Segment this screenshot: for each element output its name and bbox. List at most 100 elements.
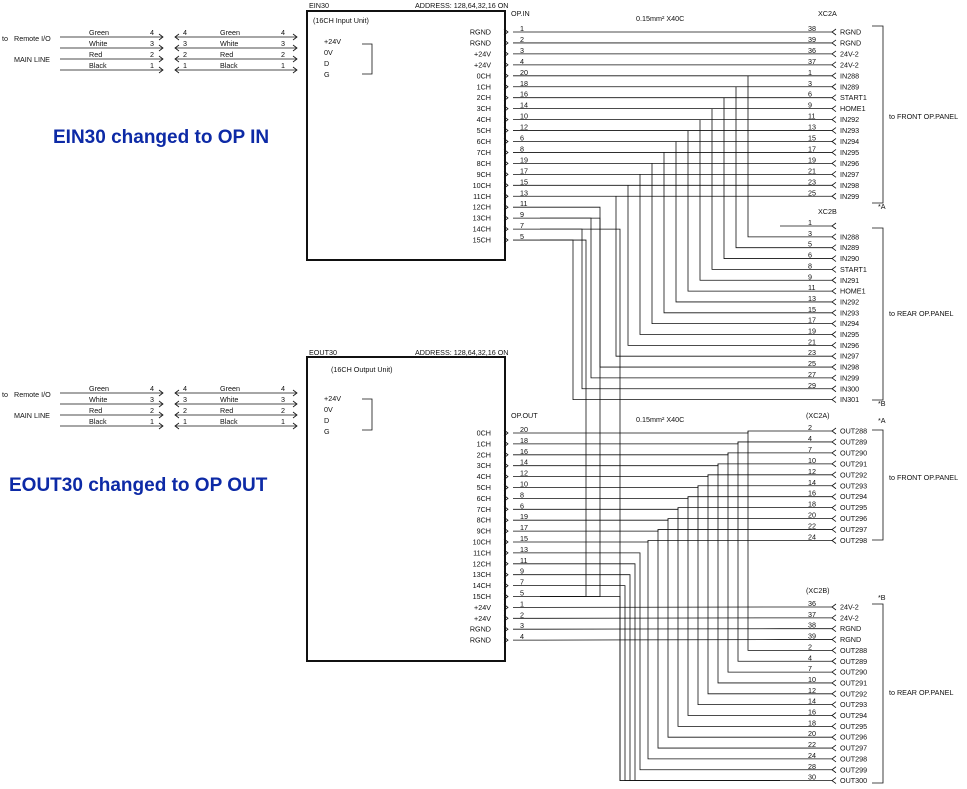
arrow-left-icon xyxy=(831,427,837,435)
wire-pin-label: 3 xyxy=(183,395,187,404)
power-terminal-label: G xyxy=(324,70,330,79)
arrow-right-icon xyxy=(503,149,509,156)
branch-wire xyxy=(697,485,780,706)
remote-io-label: Remote I/O xyxy=(14,390,51,399)
terminal-signal: IN299 xyxy=(840,373,859,382)
wire-pin-label: 4 xyxy=(281,384,285,393)
arrow-left-icon xyxy=(831,342,837,349)
op-out-front-destination: to FRONT OP.PANEL xyxy=(889,473,958,482)
wire-color-label: Red xyxy=(220,50,233,59)
terminal-signal: IN291 xyxy=(840,276,859,285)
power-terminal-label: +24V xyxy=(324,37,341,46)
arrow-left-icon xyxy=(831,712,837,719)
arrow-right-icon xyxy=(503,473,509,480)
channel-pin: 6 xyxy=(520,134,524,143)
channel-label: 1CH xyxy=(477,439,491,448)
arrow-left-icon xyxy=(831,244,837,252)
terminal-signal: IN295 xyxy=(840,148,859,157)
terminal-signal: START1 xyxy=(840,93,867,102)
channel-label: 2CH xyxy=(477,93,491,102)
wire-pin-label: 3 xyxy=(150,39,154,48)
arrow-right-icon xyxy=(292,66,298,74)
arrow-right-icon xyxy=(503,484,509,491)
arrow-left-icon xyxy=(831,493,837,501)
arrow-left-icon xyxy=(831,723,837,730)
channel-pin: 2 xyxy=(520,35,524,44)
channel-label: 14CH xyxy=(473,225,491,234)
channel-pin: 9 xyxy=(520,210,524,219)
terminal-signal: RGND xyxy=(840,38,861,47)
wire-color-label: Black xyxy=(220,61,238,70)
terminal-pin: 12 xyxy=(808,686,816,695)
signal-wire xyxy=(540,507,780,510)
channel-pin: 17 xyxy=(520,523,528,532)
arrow-left-icon xyxy=(831,363,837,371)
op-out-section: OP.OUT 0.15mm² X40C (XC2A) (XC2B) to FRO… xyxy=(470,217,958,785)
channel-label: RGND xyxy=(470,28,491,37)
branch-wire xyxy=(675,141,780,303)
terminal-signal: IN289 xyxy=(840,243,859,252)
channel-label: 1CH xyxy=(477,82,491,91)
terminal-signal: HOME1 xyxy=(840,104,866,113)
arrow-left-icon xyxy=(831,298,837,306)
terminal-signal: OUT298 xyxy=(840,536,867,545)
terminal-pin: 16 xyxy=(808,708,816,717)
channel-pin: 19 xyxy=(520,155,528,164)
channel-label: 6CH xyxy=(477,137,491,146)
arrow-left-icon xyxy=(831,83,837,91)
op-out-rear-destination: to REAR OP.PANEL xyxy=(889,688,953,697)
feeder-wire xyxy=(540,228,780,781)
terminal-signal: OUT297 xyxy=(840,525,867,534)
wire-color-label: White xyxy=(89,39,107,48)
terminal-signal: OUT297 xyxy=(840,744,867,753)
terminal-pin: 13 xyxy=(808,294,816,303)
wire-color-label: Red xyxy=(89,406,102,415)
arrow-right-icon xyxy=(503,571,509,579)
signal-wire xyxy=(540,574,780,781)
wire-pin-label: 2 xyxy=(281,50,285,59)
terminal-pin: 12 xyxy=(808,467,816,476)
channel-label: 0CH xyxy=(477,429,491,438)
arrow-right-icon xyxy=(503,39,509,47)
terminal-signal: IN292 xyxy=(840,297,859,306)
channel-pin: 3 xyxy=(520,46,524,55)
wire-pin-label: 1 xyxy=(150,61,154,70)
terminal-signal: OUT298 xyxy=(840,754,867,763)
terminal-pin: 37 xyxy=(808,610,816,619)
terminal-signal: OUT293 xyxy=(840,700,867,709)
branch-wire xyxy=(735,86,780,249)
channel-pin: 18 xyxy=(520,436,528,445)
channel-pin: 3 xyxy=(520,621,524,630)
channel-label: 11CH xyxy=(473,192,491,201)
branch-wire xyxy=(663,152,780,314)
terminal-signal: START1 xyxy=(840,265,867,274)
wire-pin-label: 3 xyxy=(281,395,285,404)
branch-wire xyxy=(647,540,780,760)
branch-wire xyxy=(723,97,780,259)
terminal-signal: OUT299 xyxy=(840,765,867,774)
op-out-note-b: *B xyxy=(878,593,886,602)
eout30-name: EOUT30 xyxy=(309,348,337,357)
arrow-left-icon xyxy=(831,287,837,295)
arrow-right-icon xyxy=(292,33,298,41)
wire-color-label: Black xyxy=(89,61,107,70)
terminal-pin: 10 xyxy=(808,675,816,684)
arrow-left-icon xyxy=(831,50,837,58)
signal-wire xyxy=(540,596,780,781)
arrow-left-icon xyxy=(831,352,837,360)
terminal-signal: 24V-2 xyxy=(840,613,859,622)
arrow-left-icon xyxy=(831,28,837,36)
channel-label: 12CH xyxy=(473,203,491,212)
wire-color-label: Green xyxy=(89,384,109,393)
wire-color-label: Green xyxy=(220,28,240,37)
ein30-unit: EIN30 ADDRESS: 128,64,32,16 ON (16CH Inp… xyxy=(53,1,509,261)
terminal-pin: 7 xyxy=(808,664,812,673)
arrow-left-icon xyxy=(831,309,837,317)
terminal-signal: OUT296 xyxy=(840,733,867,742)
terminal-pin: 13 xyxy=(808,123,816,132)
op-in-connector-label: OP.IN xyxy=(511,9,530,18)
op-out-connector-label: OP.OUT xyxy=(511,411,538,420)
arrow-right-icon xyxy=(503,636,509,644)
